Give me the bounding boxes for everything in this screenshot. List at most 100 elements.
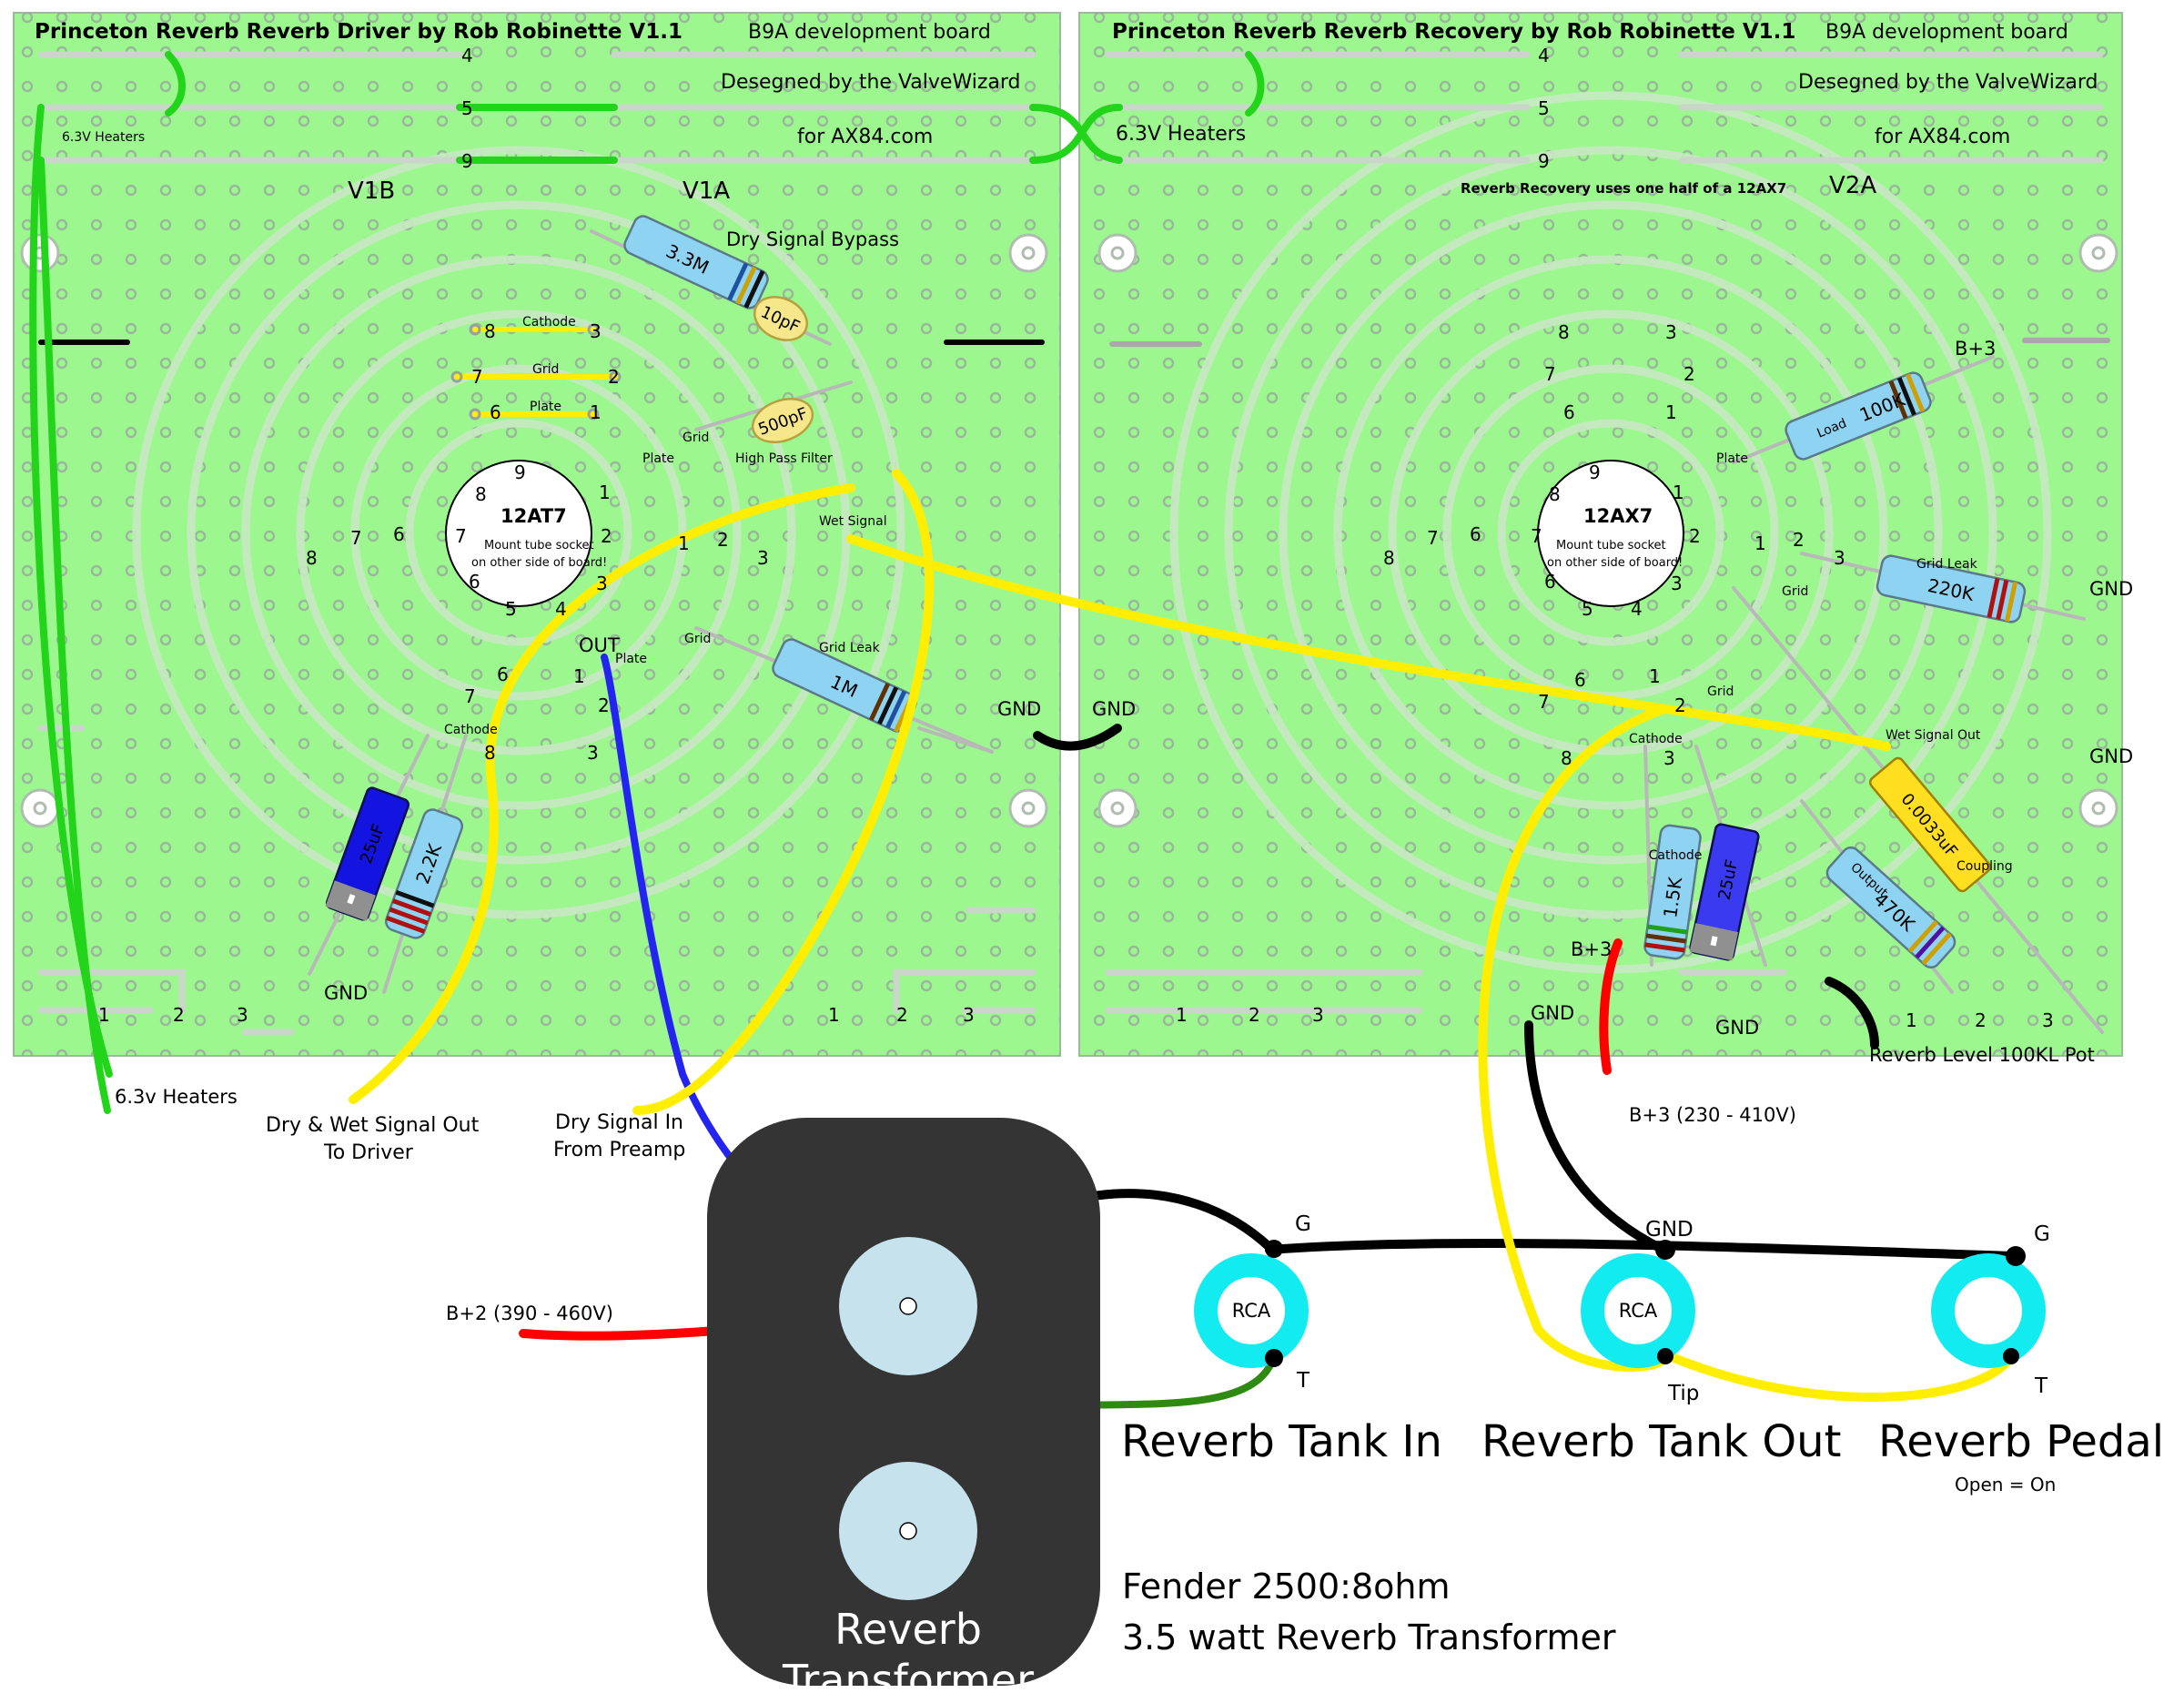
pedal-sub: Open = On [1955, 1474, 2056, 1495]
rec-coupling: Coupling [1956, 859, 2013, 874]
rec-lower-2: 2 [1674, 694, 1686, 716]
driver-cathode: Cathode [444, 723, 498, 737]
driver-rail-5: 5 [461, 97, 473, 119]
tank-out-label: Reverb Tank Out [1481, 1416, 1841, 1467]
pad-1: 1 [590, 401, 602, 423]
tank-in-ground: G [1295, 1212, 1311, 1236]
rec-cathode: Cathode [1629, 732, 1683, 746]
fender-line1: Fender 2500:8ohm [1122, 1566, 1450, 1607]
rec-bl-3: 3 [1312, 1004, 1324, 1026]
driver-v1b-6: 6 [497, 664, 509, 685]
driver-rail-9: 9 [461, 150, 473, 172]
tank-out-rca: RCA [1619, 1300, 1658, 1322]
mounting-holes [20, 233, 2118, 828]
jack-tank-in [1194, 1253, 1309, 1368]
at7-pin-9: 9 [514, 461, 526, 483]
section-v2a: V2A [1829, 172, 1876, 199]
at7-pin-4: 4 [555, 598, 567, 620]
jack-gnd-label: GND [1645, 1218, 1694, 1242]
cap-25uf-recovery: 25uF [1689, 823, 1760, 961]
transformer-line2: Transformer [782, 1656, 1034, 1693]
rec-b3-lower: B+3 [1571, 938, 1612, 960]
rec-pad-3: 3 [1665, 321, 1677, 343]
ax7-pin-7: 7 [1531, 525, 1542, 547]
rec-br-2: 2 [1975, 1009, 1987, 1031]
tube-12ax7-note2: on other side of board! [1547, 556, 1683, 570]
pad-cathode-label: Cathode [522, 315, 576, 329]
dry-in-line1: Dry Signal In [555, 1111, 683, 1134]
rec-v2a-3: 3 [1834, 547, 1845, 569]
pedal-label: Reverb Pedal [1878, 1416, 2164, 1467]
recovery-devboard: B9A development board [1825, 21, 2068, 44]
at7-pin-8: 8 [475, 483, 487, 505]
rec-gnd-bottom: GND [1715, 1017, 1759, 1039]
ax7-pin-8: 8 [1549, 483, 1561, 505]
recovery-site: for AX84.com [1875, 126, 2010, 148]
resistor-100k: Load 100K [1785, 371, 1932, 461]
recovery-heater-label: 6.3V Heaters [1116, 123, 1246, 146]
driver-v1b-8: 8 [484, 742, 496, 764]
rec-pad-8: 8 [1558, 321, 1570, 343]
b3-range-label: B+3 (230 - 410V) [1629, 1104, 1796, 1126]
ax7-pin-6: 6 [1544, 571, 1556, 593]
out-plate: Plate [615, 652, 647, 666]
recovery-rail-5: 5 [1538, 97, 1550, 119]
resistor-220k: 220K [1876, 554, 2027, 623]
tank-in-label: Reverb Tank In [1121, 1416, 1442, 1467]
rec-pad-6: 6 [1563, 401, 1575, 423]
rec-gnd-bottom-left: GND [1531, 1002, 1574, 1024]
rec-b3: B+3 [1955, 338, 1996, 360]
recovery-rails [1105, 51, 2104, 164]
recovery-rail-9: 9 [1538, 150, 1550, 172]
cap-25uf-driver: 25uF [325, 786, 410, 921]
tank-in-rca: RCA [1232, 1300, 1271, 1322]
wet-signal-label: Wet Signal [819, 514, 887, 529]
driver-designer: Desegned by the ValveWizard [721, 71, 1020, 94]
resistor-1m: 1M [772, 638, 917, 733]
driver-rail-4: 4 [461, 45, 473, 66]
driver-bl-1: 1 [98, 1004, 110, 1026]
driver-pad-jumpers [454, 327, 618, 417]
rec-pad-1: 1 [1665, 401, 1677, 423]
rec-grid: Grid [1782, 584, 1808, 599]
rec-v2a-2: 2 [1793, 529, 1805, 551]
at7-pin-7: 7 [455, 525, 467, 547]
driver-col-1: 1 [678, 532, 690, 554]
pad-grid-label: Grid [532, 362, 559, 377]
resistor-2k2: 2.2K [384, 808, 464, 939]
pad-6: 6 [490, 401, 501, 423]
driver-br-1: 1 [828, 1004, 840, 1026]
tube-12at7-note1: Mount tube socket [484, 539, 594, 553]
driver-v1a-1: 1 [573, 665, 585, 687]
rec-lower-7: 7 [1538, 691, 1550, 713]
driver-board [13, 12, 1061, 1057]
hpf-label: High Pass Filter [735, 451, 833, 466]
ax7-pin-3: 3 [1671, 573, 1683, 594]
pad-2: 2 [608, 366, 620, 388]
ax7-pin-5: 5 [1582, 598, 1593, 620]
at7-pin-1: 1 [599, 482, 611, 503]
tube-12ax7-note1: Mount tube socket [1556, 539, 1666, 553]
grid-leak-grid: Grid [684, 632, 711, 646]
section-v1b: V1B [348, 177, 395, 205]
jack-pedal [1931, 1253, 2046, 1368]
tube-12at7 [445, 460, 592, 607]
pedal-tip: T [2034, 1374, 2048, 1398]
pad-7: 7 [471, 366, 483, 388]
driver-bl-3: 3 [237, 1004, 248, 1026]
board-bars [38, 338, 2110, 347]
rec-lower-6: 6 [1574, 669, 1586, 691]
recovery-designer: Desegned by the ValveWizard [1798, 71, 2098, 94]
resistor-1k5: Cathode 1.5K [1643, 824, 1702, 960]
rec-lower-8: 8 [1561, 747, 1572, 769]
rec-gnd-220k: GND [2089, 578, 2133, 600]
mounting-hole-centers [33, 246, 2106, 816]
driver-title: Princeton Reverb Reverb Driver by Rob Ro… [35, 20, 682, 44]
at7-pin-3: 3 [596, 573, 608, 594]
bottom-pads [37, 725, 1787, 1036]
dry-wet-out-line2: To Driver [323, 1141, 414, 1164]
tube-12at7-name: 12AT7 [500, 505, 567, 527]
rec-br-1: 1 [1906, 1009, 1917, 1031]
jack-tank-out [1581, 1253, 1695, 1368]
